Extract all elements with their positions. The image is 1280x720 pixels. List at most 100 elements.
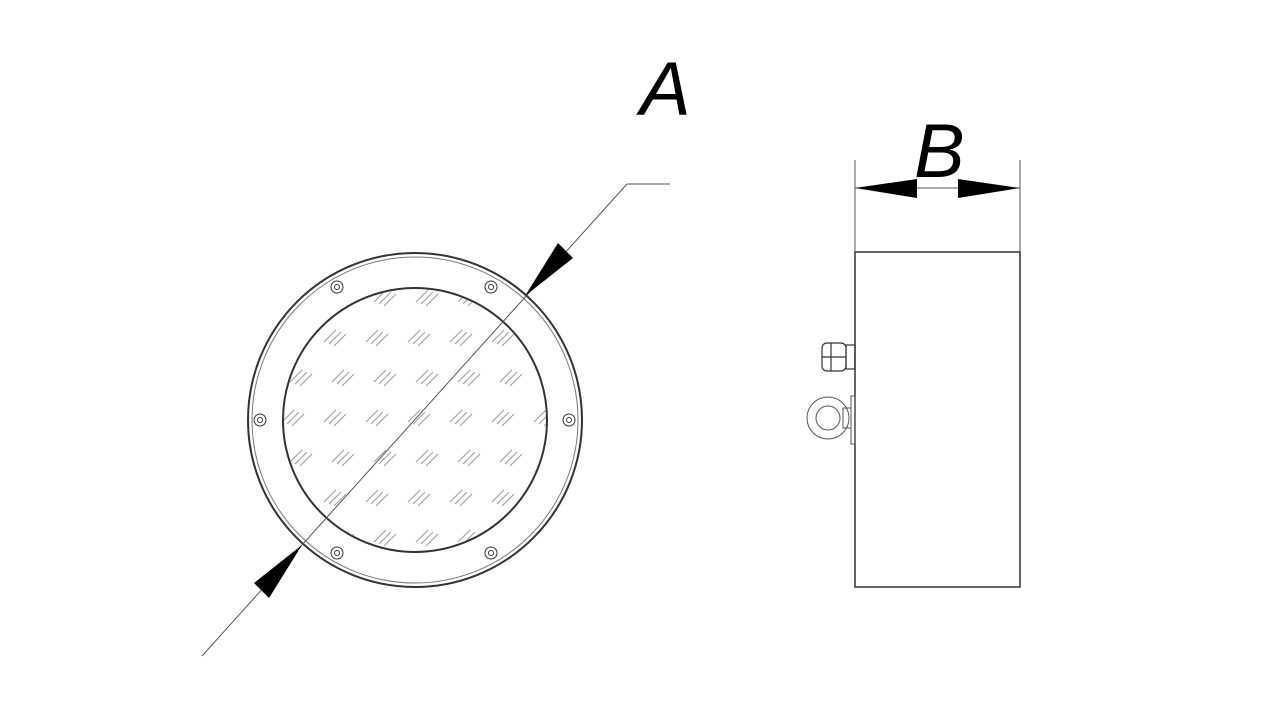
hatch-mark [417, 493, 431, 507]
hatch-mark [291, 413, 305, 427]
hatch-mark [365, 409, 379, 423]
hatch-mark [323, 489, 337, 503]
hatch-mark [286, 411, 300, 425]
bolt-icon [253, 413, 267, 427]
side-view [806, 160, 1021, 588]
hatch-mark [331, 529, 345, 543]
hatch-mark [412, 331, 426, 345]
dimension-label-a: A [636, 47, 691, 132]
hatch-mark [501, 333, 515, 347]
hatch-mark [289, 449, 303, 463]
hatch-mark [457, 449, 471, 463]
hatch-mark [533, 489, 546, 503]
hatch-mark [333, 493, 347, 507]
hatch-mark [467, 453, 481, 467]
bolt-icon [334, 284, 340, 290]
hatch-mark [457, 529, 471, 543]
hatch-mark [547, 292, 559, 304]
hatch-mark [291, 493, 305, 507]
hatch-mark [499, 289, 513, 303]
arrow-icon [525, 243, 573, 296]
hatch-mark [538, 491, 546, 505]
hatch-mark [323, 329, 337, 343]
hatch-mark [420, 451, 434, 465]
hatch-mark [415, 289, 429, 303]
hatch-mark [543, 413, 546, 427]
dimension-a [201, 183, 670, 657]
hatch-mark [547, 372, 559, 384]
hatch-mark [294, 371, 308, 385]
hatch-mark [499, 529, 513, 543]
hatch-mark [375, 413, 389, 427]
hatch-mark [499, 449, 513, 463]
hatch-mark [496, 331, 510, 345]
cable-gland [821, 342, 856, 372]
hatch-mark [552, 534, 564, 546]
hatch-mark [425, 533, 439, 547]
hatch-mark [504, 451, 518, 465]
hatch-mark [331, 369, 345, 383]
hatch-mark [341, 373, 355, 387]
hatch-mark [459, 333, 473, 347]
hatch-mark [289, 369, 303, 383]
hatch-mark [496, 491, 510, 505]
housing-body [854, 251, 1021, 588]
hatch-mark [375, 493, 389, 507]
hatch-mark [509, 453, 523, 467]
bolt-icon [566, 417, 572, 423]
hatch-mark [496, 411, 510, 425]
hatch-mark [412, 491, 426, 505]
hatch-mark [491, 489, 505, 503]
hatch-mark [378, 451, 392, 465]
dimension-label-b: B [914, 109, 965, 194]
hatch-mark [383, 373, 397, 387]
hatch-mark [509, 373, 523, 387]
hatch-mark [294, 451, 308, 465]
hatch-mark [541, 529, 546, 543]
hatch-mark [501, 413, 515, 427]
hatch-mark [373, 369, 387, 383]
hatch-mark [373, 449, 387, 463]
hatch-mark [425, 373, 439, 387]
hatch-mark [501, 493, 515, 507]
bolt-icon [484, 280, 498, 294]
hatch-mark [504, 291, 518, 305]
hatch-mark [383, 533, 397, 547]
hatch-mark [383, 453, 397, 467]
hatch-mark [454, 331, 468, 345]
hatch-mark [286, 331, 300, 345]
hatch-mark [378, 371, 392, 385]
hatch-mark [547, 532, 559, 544]
hatch-mark [552, 374, 564, 386]
hatch-mark [341, 453, 355, 467]
hatch-mark [373, 529, 387, 543]
hatch-mark [412, 411, 426, 425]
hatch-mark [538, 331, 546, 345]
outer-flange-ring [247, 252, 583, 588]
hatch-mark [462, 451, 476, 465]
dimension-b [855, 179, 1020, 198]
hatch-mark [541, 289, 546, 303]
hatch-mark [415, 529, 429, 543]
hatch-mark [533, 409, 546, 423]
hatch-mark [459, 413, 473, 427]
bolt-icon [488, 284, 494, 290]
hatch-mark [323, 409, 337, 423]
hatch-mark [449, 409, 463, 423]
hatch-mark [420, 371, 434, 385]
bolt-icon [330, 280, 344, 294]
hatch-mark [504, 371, 518, 385]
hatch-mark [420, 291, 434, 305]
hatch-mark [328, 331, 342, 345]
hatch-mark [284, 489, 295, 503]
hatch-mark [407, 489, 421, 503]
hatch-mark [370, 331, 384, 345]
hatch-mark [552, 454, 564, 466]
hatch-mark [333, 413, 347, 427]
hatch-mark [415, 449, 429, 463]
hatch-mark [547, 452, 559, 464]
outer-flange-inner-edge [251, 256, 579, 584]
bolt-icon [334, 550, 340, 556]
hatch-mark [425, 453, 439, 467]
hatch-mark [491, 409, 505, 423]
